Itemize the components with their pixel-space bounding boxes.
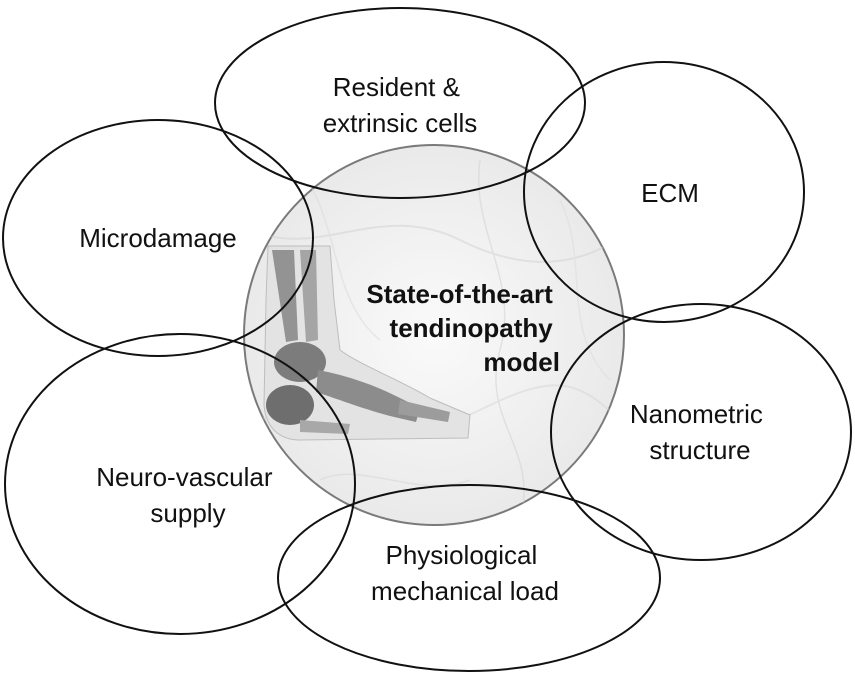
- resident-cells-ellipse: [214, 7, 586, 199]
- physiological-load-ellipse: [277, 484, 661, 672]
- ecm-ellipse: [523, 61, 805, 323]
- neuro-vascular-ellipse: [4, 333, 356, 635]
- nanometric-ellipse: [550, 303, 852, 561]
- neuro-vascular-label: Neuro-vascular supply: [96, 462, 280, 528]
- ecm-label: ECM: [641, 178, 699, 208]
- physiological-load-label: Physiological mechanical load: [371, 540, 559, 606]
- center-title: State-of-the-art tendinopathy model: [366, 279, 560, 377]
- foot-ankle-illustration: [263, 245, 471, 441]
- microdamage-ellipse: [2, 119, 314, 357]
- microdamage-label: Microdamage: [79, 223, 237, 253]
- nanometric-label: Nanometric structure: [630, 399, 770, 465]
- resident-cells-label: Resident & extrinsic cells: [323, 72, 478, 138]
